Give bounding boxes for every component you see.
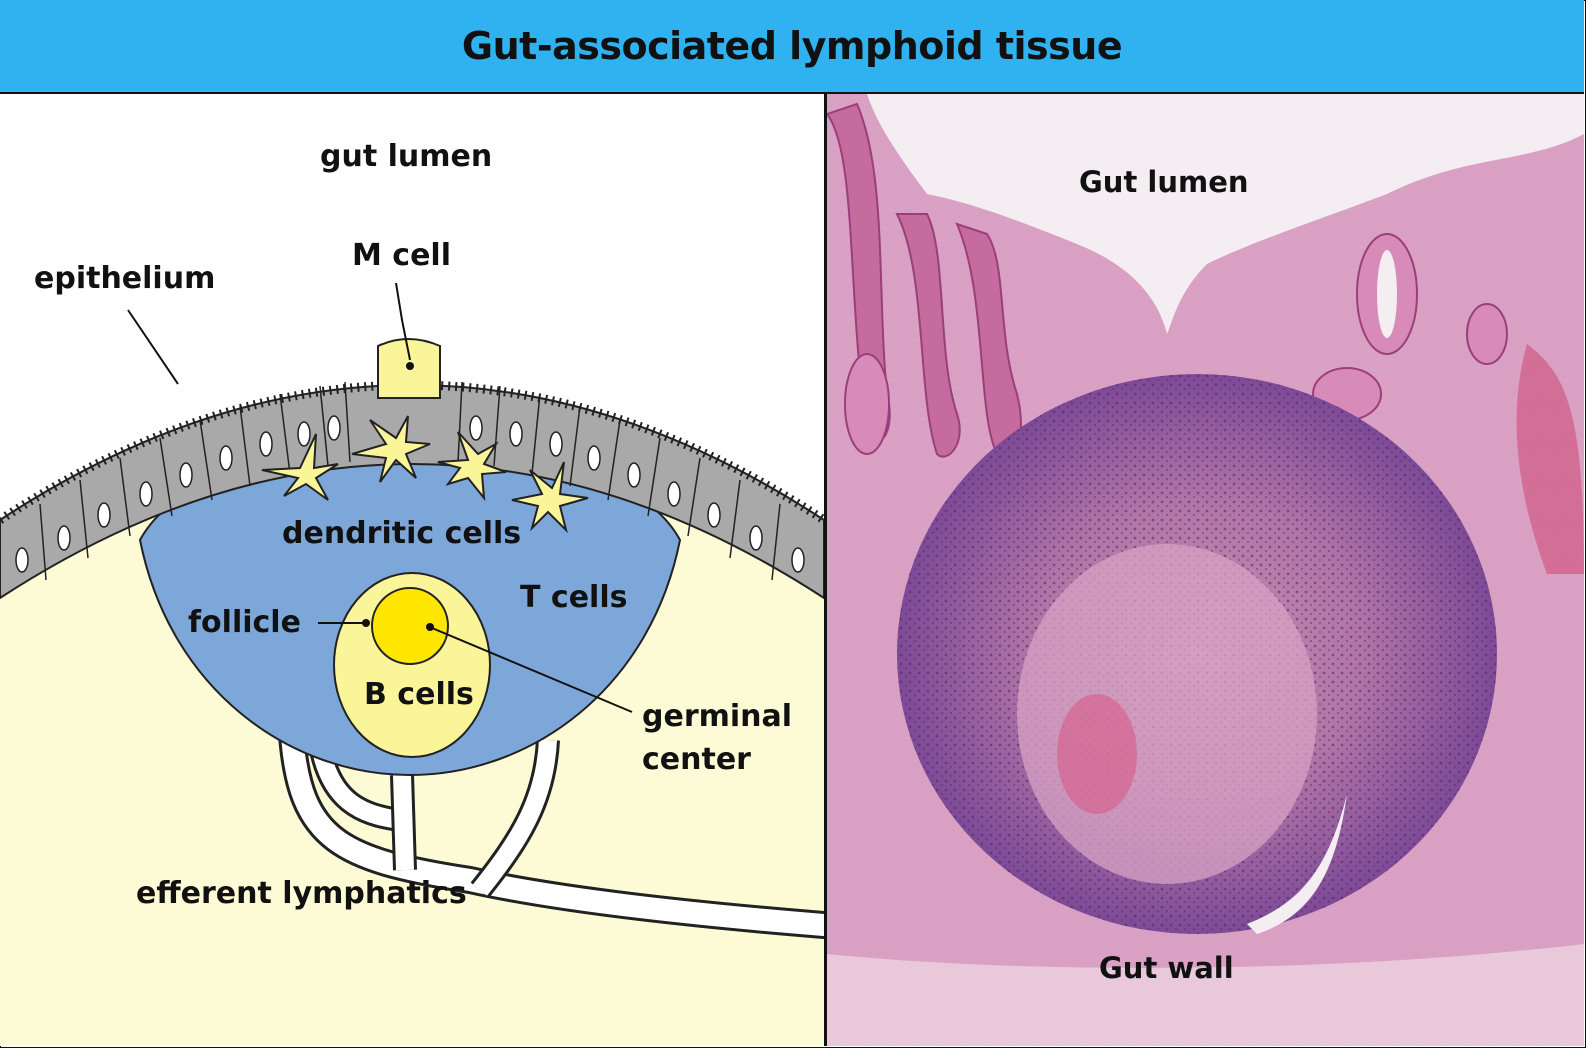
gut-wall-layer — [827, 944, 1584, 1046]
vascular-area — [1516, 344, 1584, 574]
center-label: center — [642, 742, 751, 777]
gut-lumen-label: gut lumen — [320, 139, 492, 174]
dendritic-cell — [437, 431, 507, 502]
micrograph-gut-lumen-label: Gut lumen — [1079, 165, 1249, 199]
epithelial-cell-borders — [39, 381, 781, 581]
epithelium-label: epithelium — [34, 261, 215, 296]
galt-diagram: gut lumen M cell epithelium dendritic ce… — [0, 94, 824, 1046]
germinal-center — [371, 587, 449, 665]
epithelial-nuclei — [15, 415, 805, 573]
efferent-lymphatics-label: efferent lymphatics — [136, 876, 467, 911]
follicle-leader-dot — [362, 619, 370, 627]
m-cell-leader-dot — [406, 362, 414, 370]
micrograph-gut-wall-label: Gut wall — [1099, 951, 1234, 985]
germinal-center-leader — [431, 627, 633, 713]
histology-micrograph: Gut lumen Gut wall — [827, 94, 1584, 1046]
dendritic-cell — [351, 415, 431, 483]
mucosal-crypts — [827, 102, 1508, 458]
t-cells-label: T cells — [520, 580, 627, 615]
epithelium-layer — [0, 380, 824, 600]
germinal-label: germinal — [642, 699, 792, 734]
title-bar: Gut-associated lymphoid tissue — [0, 0, 1584, 94]
dendritic-cells-group — [261, 415, 589, 534]
panel-divider — [824, 94, 827, 1046]
micrograph-germinal-center — [1017, 544, 1317, 884]
figure-title: Gut-associated lymphoid tissue — [461, 24, 1123, 68]
leader-lines — [127, 282, 633, 713]
m-cell-label: M cell — [352, 238, 451, 273]
epithelium-leader — [127, 309, 179, 385]
dendritic-cells-label: dendritic cells — [282, 516, 521, 551]
efferent-lymphatic-vessels — [278, 721, 824, 939]
follicle-label: follicle — [188, 605, 301, 640]
b-cells-label: B cells — [364, 677, 474, 712]
dendritic-cell — [511, 461, 589, 534]
micrograph-lumen — [867, 94, 1584, 334]
germinal-center-leader-dot — [426, 623, 434, 631]
tissue-slit — [1247, 794, 1347, 934]
hemorrhagic-area — [1057, 694, 1137, 814]
m-cell-leader — [395, 282, 411, 361]
dendritic-cell — [261, 433, 339, 501]
